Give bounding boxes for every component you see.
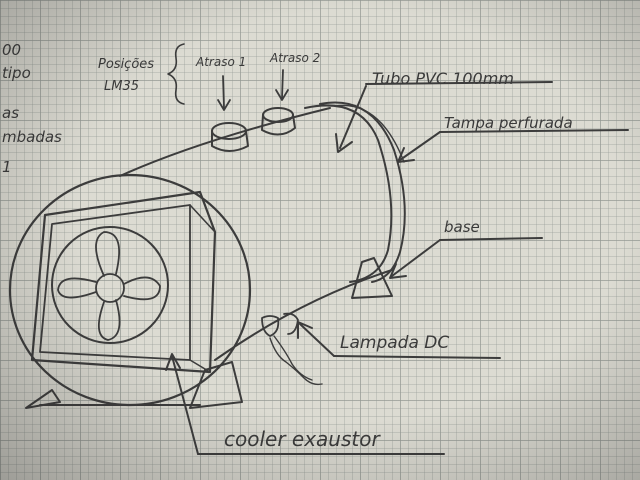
base-stand-shape: [351, 257, 393, 299]
lamp-label: Lampada DC: [340, 333, 449, 353]
tube-cap-rim: [334, 104, 405, 163]
tube-end-cap-inner: [319, 101, 406, 283]
pipe-underline: [365, 81, 553, 85]
pipe-label-group: Tubo PVC 100mm: [335, 69, 553, 153]
margin-note-4: mbadas: [2, 128, 62, 146]
margin-note-5: 1: [2, 158, 12, 176]
sensor2-label: Atraso 2: [269, 51, 320, 65]
pipe-arrowhead: [335, 133, 353, 153]
fan-frame-outer: [30, 190, 217, 374]
lamp-bulb-icon: [261, 315, 280, 337]
fan-blades-icon: [57, 231, 161, 341]
pipe-label: Tubo PVC 100mm: [372, 69, 514, 88]
positions-line-1: Posições: [98, 57, 154, 72]
lamp-label-group: Lampada DC: [297, 321, 501, 359]
base-label-group: base: [389, 218, 543, 279]
sensor1-label: Atraso 1: [195, 55, 246, 69]
fan-ring: [51, 226, 169, 344]
cooler-housing: [8, 173, 252, 409]
cap-leader: [399, 131, 441, 161]
cooler-leader: [171, 355, 199, 455]
lamp-leader: [299, 323, 335, 357]
lm35-positions-label: Posições LM35: [98, 43, 185, 105]
margin-note-1: 00: [2, 41, 21, 59]
cap-arrowhead: [397, 147, 415, 163]
base-underline: [439, 237, 543, 241]
sensor-port-2-body: [261, 114, 296, 136]
sensor-port-2: [262, 107, 294, 123]
sensor1-arrow: [222, 75, 225, 109]
sensor-labels: Atraso 1 Atraso 2: [195, 51, 320, 111]
sensor2-arrowhead: [275, 89, 289, 101]
positions-line-2: LM35: [104, 79, 139, 94]
cooler-label: cooler exaustor: [224, 427, 381, 451]
lamp-underline: [333, 355, 501, 359]
brace-shape: [167, 43, 185, 105]
tube-base-stand: [351, 257, 393, 299]
lamp-wire-2: [273, 335, 313, 381]
margin-note-3: as: [2, 104, 19, 122]
cap-underline: [439, 129, 629, 133]
sensor2-arrow: [281, 69, 284, 99]
lamp-arrowhead: [297, 321, 313, 339]
tube-end-cap-outline: [304, 104, 393, 283]
margin-notes: 00 tipo as mbadas 1: [2, 41, 62, 176]
base-leader: [391, 239, 441, 277]
pipe-leader: [339, 85, 367, 149]
margin-note-2: tipo: [2, 64, 31, 82]
lamp-wire-1: [269, 337, 323, 386]
housing-right-foot: [189, 361, 243, 409]
tube-top-edge: [119, 107, 331, 177]
dc-lamp: [261, 312, 323, 386]
base-label: base: [444, 218, 480, 236]
cap-label: Tampa perfurada: [444, 114, 573, 132]
cap-label-group: Tampa perfurada: [397, 114, 629, 163]
fan-hub: [95, 273, 125, 303]
base-arrowhead: [389, 263, 407, 279]
cooler-label-group: cooler exaustor: [165, 353, 445, 455]
lamp-socket: [283, 312, 299, 335]
cooler-arrowhead: [165, 353, 181, 371]
sensor-ports: [211, 107, 296, 152]
sensor-port-1-body: [211, 130, 249, 152]
sensor1-arrowhead: [217, 99, 231, 111]
